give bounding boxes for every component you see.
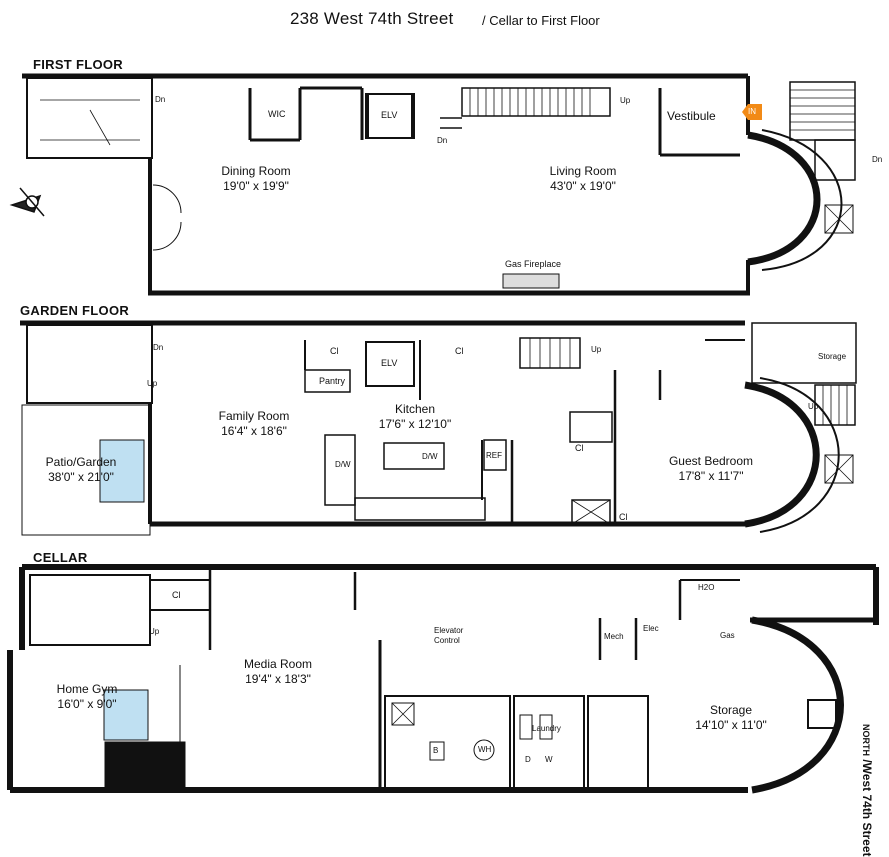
room-dims: 14'10" x 11'0" — [695, 718, 767, 732]
label-up: Up — [620, 96, 631, 105]
label-elevator-control: Elevator Control — [434, 626, 464, 645]
room-name: Living Room — [549, 164, 617, 178]
label-refrigerator: REF — [486, 451, 502, 460]
garden-floor-walls — [20, 320, 857, 536]
room-family: Family Room 16'4" x 18'6" — [198, 409, 310, 439]
label-dishwasher: D/W — [422, 452, 438, 461]
room-name: Storage — [709, 703, 753, 717]
room-guest-bedroom: Guest Bedroom 17'8" x 11'7" — [651, 454, 771, 484]
label-gas: Gas — [720, 631, 735, 640]
room-storage: Storage 14'10" x 11'0" — [675, 703, 787, 733]
room-dining: Dining Room 19'0" x 19'9" — [200, 164, 312, 194]
label-gas-fireplace: Gas Fireplace — [505, 259, 562, 269]
entry-arrow-icon: IN — [742, 104, 762, 120]
room-dims: 17'6" x 12'10" — [378, 417, 452, 431]
first-floor-walls — [22, 73, 856, 296]
label-washer: W — [545, 755, 553, 764]
room-dims: 16'4" x 18'6" — [221, 424, 287, 438]
room-living: Living Room 43'0" x 19'0" — [527, 164, 639, 194]
label-closet: Cl — [455, 346, 464, 356]
label-laundry: Laundry — [532, 724, 561, 733]
room-name: Media Room — [243, 657, 313, 671]
label-water-heater: WH — [478, 745, 492, 754]
orientation-label: NORTH /West 74th Street — [860, 724, 874, 857]
street-label: /West 74th Street — [860, 759, 874, 857]
page-title: 238 West 74th Street — [290, 9, 454, 28]
room-dims: 19'0" x 19'9" — [223, 179, 289, 193]
label-pantry: Pantry — [319, 376, 346, 386]
label-up: Up — [149, 627, 160, 636]
label-wic: WIC — [268, 109, 286, 119]
label-closet: Cl — [330, 346, 339, 356]
label-closet: Cl — [575, 443, 584, 453]
label-elevator: ELV — [381, 110, 398, 120]
room-name: Guest Bedroom — [668, 454, 754, 468]
label-elec: Elec — [643, 624, 659, 633]
label-dn: Dn — [155, 95, 166, 104]
room-dims: 38'0" x 21'0" — [48, 470, 114, 484]
label-up: Up — [147, 379, 158, 388]
label-boiler: B — [433, 746, 439, 755]
room-dims: 19'4" x 18'3" — [245, 672, 311, 686]
room-name: Home Gym — [56, 682, 118, 696]
label-up: Up — [591, 345, 602, 354]
section-label-garden-floor: GARDEN FLOOR — [20, 303, 130, 318]
label-closet: Cl — [619, 512, 628, 522]
label-storage: Storage — [818, 352, 847, 361]
label-mech: Mech — [604, 632, 624, 641]
room-name: Kitchen — [394, 402, 436, 416]
room-name: Dining Room — [221, 164, 291, 178]
north-label: NORTH — [861, 724, 871, 756]
compass-icon — [9, 187, 45, 217]
label-closet: Cl — [172, 590, 181, 600]
room-media: Media Room 19'4" x 18'3" — [222, 657, 334, 687]
room-home-gym: Home Gym 16'0" x 9'0" — [42, 682, 132, 712]
section-label-first-floor: FIRST FLOOR — [33, 57, 123, 72]
label-dn: Dn — [872, 155, 883, 164]
label-dn: Dn — [437, 136, 448, 145]
room-name: Patio/Garden — [45, 455, 117, 469]
label-dishwasher: D/W — [335, 460, 351, 469]
label-elevator: ELV — [381, 358, 398, 368]
section-label-cellar: CELLAR — [33, 550, 88, 565]
cellar-walls — [7, 564, 879, 794]
room-name: Family Room — [218, 409, 290, 423]
room-dims: 17'8" x 11'7" — [678, 469, 744, 483]
label-dn: Dn — [153, 343, 164, 352]
label-h2o: H2O — [698, 583, 715, 592]
room-dims: 43'0" x 19'0" — [550, 179, 616, 193]
room-dims: 16'0" x 9'0" — [57, 697, 117, 711]
label-up: Up — [808, 402, 819, 411]
page-subtitle: / Cellar to First Floor — [482, 13, 600, 28]
room-patio: Patio/Garden 38'0" x 21'0" — [25, 455, 137, 485]
label-vestibule: Vestibule — [667, 109, 716, 123]
label-dryer: D — [525, 755, 531, 764]
room-kitchen: Kitchen 17'6" x 12'10" — [365, 402, 465, 432]
floor-plan-drawing — [7, 73, 879, 794]
